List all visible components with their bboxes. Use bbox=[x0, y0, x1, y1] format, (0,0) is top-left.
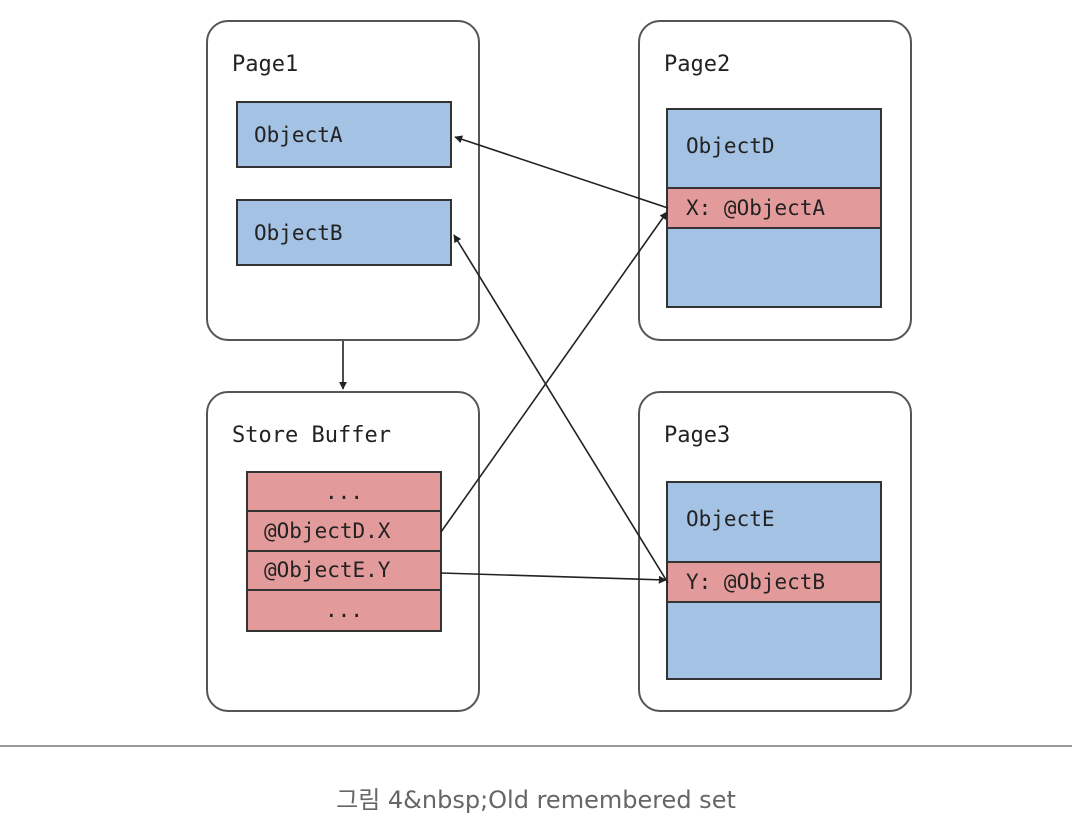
object-b-label: ObjectB bbox=[254, 221, 343, 245]
arrow-field-x-to-object-a bbox=[454, 135, 669, 209]
object-d-label: ObjectD bbox=[686, 134, 775, 158]
page2-title: Page2 bbox=[664, 52, 731, 77]
store-buffer-table: ... @ObjectD.X @ObjectE.Y ... bbox=[246, 471, 442, 632]
store-buffer-row-ellipsis-bottom: ... bbox=[325, 598, 363, 623]
store-buffer-row-object-d-x: @ObjectD.X bbox=[248, 512, 440, 552]
arrow-field-y-to-object-b bbox=[453, 234, 669, 584]
object-d-field-x: X: @ObjectA bbox=[666, 187, 882, 229]
object-b-box: ObjectB bbox=[236, 199, 452, 266]
page3-title: Page3 bbox=[664, 423, 731, 448]
store-buffer-row-object-e-y: @ObjectE.Y bbox=[248, 552, 440, 591]
caption-divider bbox=[0, 745, 1072, 747]
store-buffer-title: Store Buffer bbox=[232, 423, 391, 448]
store-buffer-row-ellipsis-top: ... bbox=[248, 473, 440, 513]
figure-caption: 그림 4&nbsp;Old remembered set bbox=[336, 786, 736, 814]
object-a-label: ObjectA bbox=[254, 123, 343, 147]
object-a-box: ObjectA bbox=[236, 101, 452, 168]
object-e-label: ObjectE bbox=[686, 507, 775, 531]
page1-box: Page1 bbox=[206, 20, 480, 341]
object-e-field-y: Y: @ObjectB bbox=[666, 561, 882, 603]
page1-title: Page1 bbox=[232, 52, 299, 77]
